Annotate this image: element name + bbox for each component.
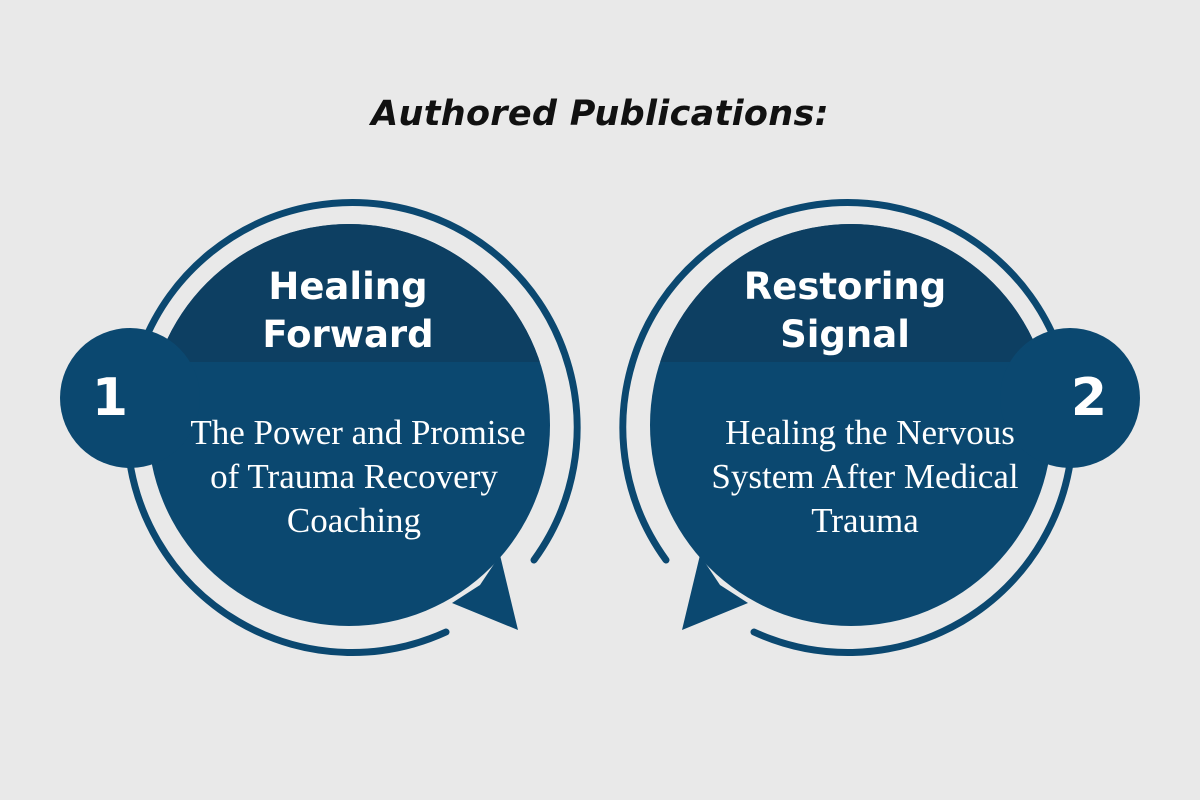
bubble-tail-right xyxy=(682,555,748,630)
publication-subtitle-line1: The Power and Promise xyxy=(190,413,526,452)
publication-subtitle-line3: Trauma xyxy=(811,501,919,540)
publication-subtitle-line2: System After Medical xyxy=(711,457,1019,496)
bubble-tail-left xyxy=(452,555,518,630)
number-badge-left xyxy=(60,328,200,468)
publication-subtitle-line3: Coaching xyxy=(286,501,422,540)
publication-number: 2 xyxy=(1070,368,1108,428)
speech-bubble-icon xyxy=(619,199,1140,656)
publication-title-line2: Forward xyxy=(262,313,434,356)
publication-title-line1: Restoring xyxy=(743,265,947,308)
bubble-ring-left xyxy=(123,199,581,656)
speech-bubble-icon xyxy=(60,199,581,656)
bubble-ring-right xyxy=(619,199,1077,656)
publication-subtitle-line1: Healing the Nervous xyxy=(725,413,1015,452)
page-title: Authored Publications: xyxy=(371,94,829,134)
publication-subtitle-line2: of Trauma Recovery xyxy=(210,457,498,496)
publication-title-line1: Healing xyxy=(268,265,428,308)
publication-number: 1 xyxy=(91,368,129,428)
publication-title-line2: Signal xyxy=(780,313,910,356)
number-badge-right xyxy=(1000,328,1140,468)
